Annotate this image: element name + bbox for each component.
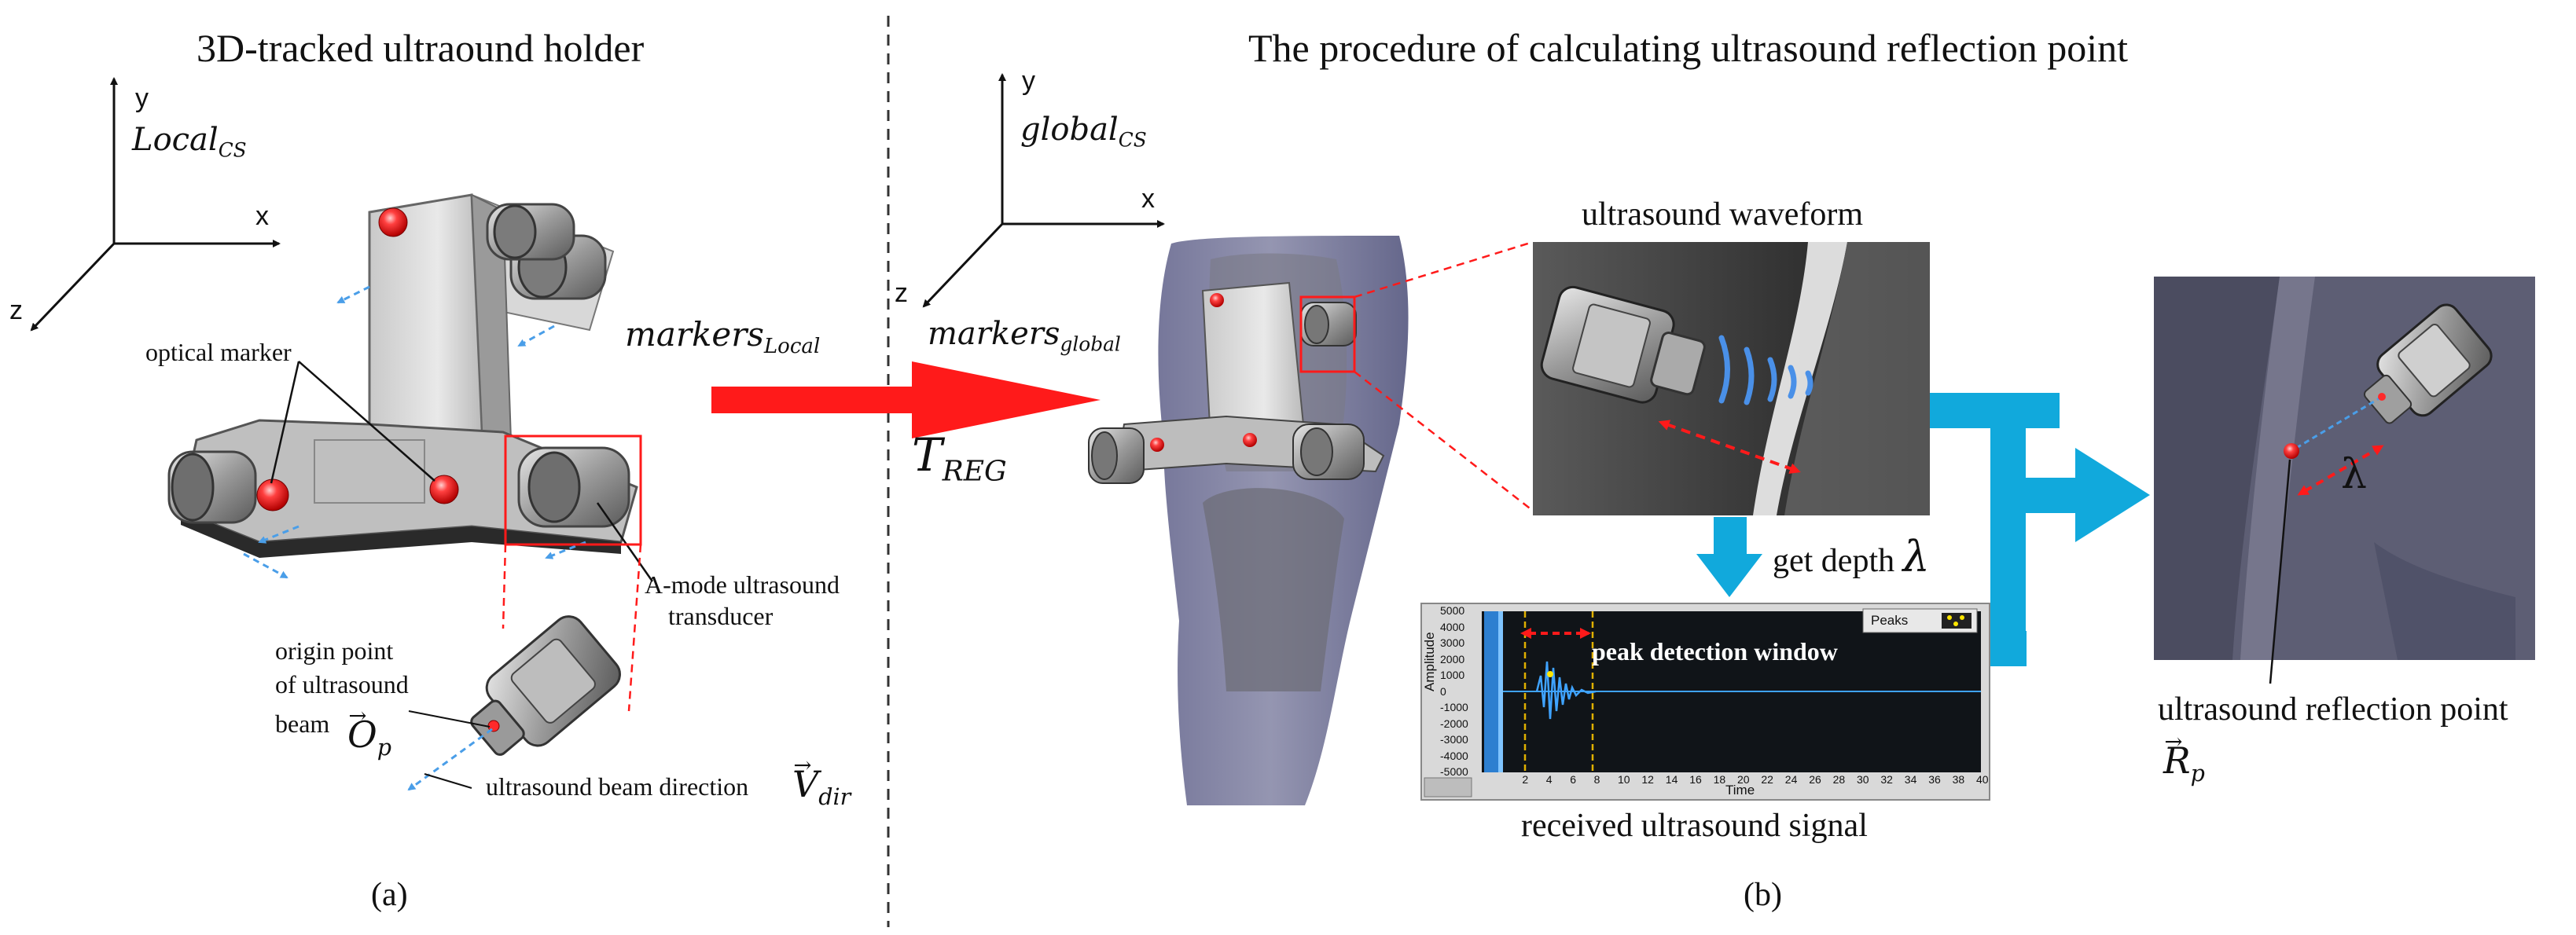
right-axis-z-label: z: [895, 278, 908, 308]
right-panel-title: The procedure of calculating ultrasound …: [1248, 26, 2129, 70]
markers-global-sub: global: [1060, 332, 1121, 356]
get-depth-arrow: [1696, 517, 1762, 597]
reflection-symbol: Rp: [2163, 731, 2205, 786]
plot-xtick-label: 8: [1593, 773, 1600, 786]
plot-xtick-label: 40: [1976, 773, 1989, 786]
left-panel-title: 3D-tracked ultraound holder: [197, 26, 645, 70]
origin-label-line1: origin point: [275, 636, 394, 665]
plot-ytick-label: -3000: [1440, 733, 1468, 746]
local-cs-main: Local: [132, 122, 219, 158]
beam-direction-label: ultrasound beam direction: [486, 772, 749, 801]
plot-ytick-label: -5000: [1440, 765, 1468, 778]
plot-xtick-label: 30: [1857, 773, 1869, 786]
origin-label-line2: of ultrasound: [275, 670, 409, 698]
origin-label-line3: beam: [275, 710, 330, 738]
combine-arrow: [1930, 393, 2150, 666]
plot-ytick-label: 4000: [1440, 620, 1465, 633]
global-cs-label: globalCS: [1020, 114, 1147, 150]
optical-marker-label: optical marker: [145, 338, 292, 366]
reflection-symbol-sub: p: [2190, 760, 2205, 786]
plot-ytick-label: -1000: [1440, 701, 1468, 713]
global-cs-sub: CS: [1118, 128, 1147, 152]
knee-bone-model: [1088, 236, 1409, 805]
ultrasound-waveform-image: [1533, 242, 1930, 515]
right-axis-y-label: y: [1022, 66, 1035, 96]
reflection-symbol-main: R: [2163, 731, 2191, 779]
plot-ytick-label: -4000: [1440, 749, 1468, 762]
plot-xlabel: Time: [1725, 783, 1755, 798]
markers-global-label: markersglobal: [928, 318, 1121, 354]
right-panel-caption: (b): [1744, 877, 1782, 913]
reflection-point-label: ultrasound reflection point: [2158, 691, 2508, 728]
plot-xtick-label: 4: [1545, 773, 1553, 786]
transducer-label-line2: transducer: [668, 602, 774, 630]
beam-symbol-sub: dir: [818, 783, 851, 810]
local-cs-sub: CS: [218, 138, 247, 162]
waveform-label: ultrasound waveform: [1582, 196, 1864, 233]
markers-global-main: markers: [928, 316, 1060, 352]
left-coordinate-axes: [30, 77, 281, 332]
plot-xtick-label: 12: [1641, 773, 1654, 786]
markers-local-sub: Local: [763, 335, 821, 359]
markers-local-main: markers: [625, 315, 764, 354]
plot-ytick-label: -2000: [1440, 717, 1468, 730]
left-panel-caption: (a): [371, 877, 408, 913]
plot-xtick-label: 22: [1761, 773, 1773, 786]
plot-xtick-label: 32: [1880, 773, 1893, 786]
markers-local-label: markersLocal: [625, 315, 821, 359]
treg-sub: REG: [942, 455, 1007, 488]
plot-ytick-label: 1000: [1440, 669, 1465, 681]
plot-ytick-label: 5000: [1440, 604, 1465, 617]
plot-xtick-label: 34: [1904, 773, 1917, 786]
ultrasound-holder-illustration: [167, 193, 654, 791]
left-axis-z-label: z: [9, 295, 23, 325]
get-depth-text: get depth: [1773, 543, 1895, 579]
registration-arrow: [711, 361, 1101, 438]
plot-ytick-label: 0: [1440, 684, 1446, 698]
plot-xtick-label: 38: [1952, 773, 1965, 786]
reflection-lambda: λ: [2341, 451, 2367, 498]
beam-direction-symbol: Vdir: [792, 754, 851, 810]
local-cs-label: LocalCS: [132, 124, 247, 160]
plot-xtick-label: 16: [1689, 773, 1702, 786]
reflection-point-image: [2154, 277, 2535, 684]
right-coordinate-axes: [922, 73, 1165, 308]
treg-main: T: [912, 428, 943, 482]
zoom-line-bottom: [1354, 371, 1534, 512]
get-depth-lambda: λ: [1902, 532, 1930, 581]
plot-xtick-label: 2: [1522, 773, 1529, 786]
plot-xtick-label: 18: [1713, 773, 1726, 786]
plot-xtick-label: 26: [1809, 773, 1821, 786]
origin-symbol-sub: p: [377, 734, 391, 761]
right-axis-x-label: x: [1141, 184, 1155, 214]
plot-xtick-label: 24: [1784, 773, 1798, 786]
peaks-legend-label: Peaks: [1871, 613, 1909, 628]
zoom-line-top: [1354, 240, 1534, 299]
plot-xtick-label: 6: [1570, 773, 1576, 786]
signal-label: received ultrasound signal: [1521, 808, 1868, 844]
origin-symbol-main: O: [347, 705, 377, 753]
origin-symbol: Op: [347, 705, 391, 761]
plot-xtick-label: 28: [1832, 773, 1846, 786]
get-depth-label: get depth λ: [1773, 536, 1930, 578]
left-axis-x-label: x: [255, 201, 269, 231]
plot-xtick-label: 20: [1737, 773, 1750, 786]
left-axis-y-label: y: [135, 83, 149, 113]
received-signal-plot: [1420, 603, 1990, 801]
plot-ylabel: Amplitude: [1422, 632, 1437, 691]
plot-xtick-label: 10: [1618, 773, 1630, 786]
transducer-label-line1: A-mode ultrasound: [645, 570, 840, 599]
treg-label: TREG: [912, 432, 1007, 486]
plot-xtick-label: 36: [1928, 773, 1941, 786]
beam-symbol-main: V: [792, 754, 818, 802]
plot-xtick-label: 14: [1665, 773, 1678, 786]
peak-window-label: peak detection window: [1592, 637, 1838, 666]
global-cs-main: global: [1020, 112, 1119, 148]
plot-ytick-label: 3000: [1440, 636, 1465, 649]
plot-ytick-label: 2000: [1440, 652, 1465, 666]
